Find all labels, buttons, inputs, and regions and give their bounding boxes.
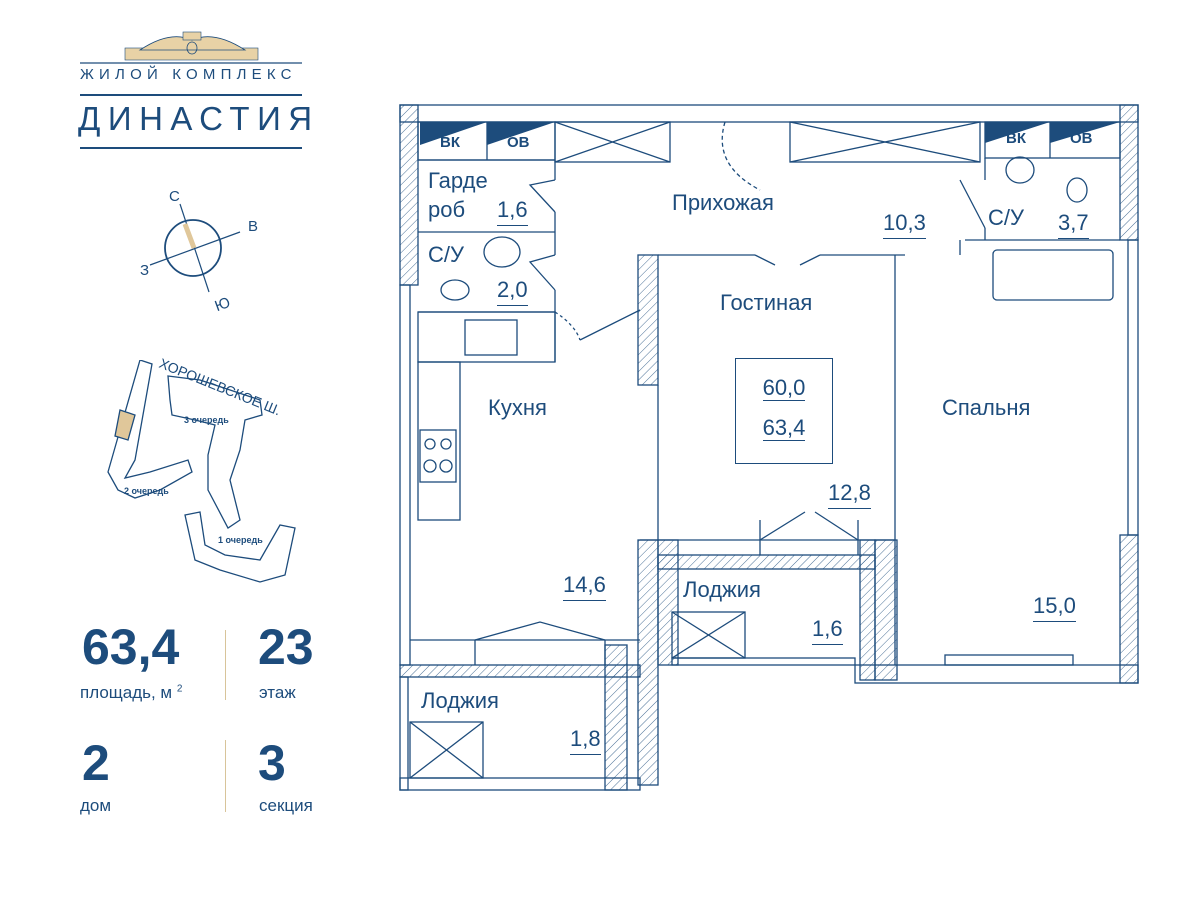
bedroom-name: Спальня — [942, 395, 1031, 420]
logo-subtitle: ЖИЛОЙ КОМПЛЕКС — [80, 66, 297, 83]
loggia-mid-area: 1,6 — [812, 616, 843, 645]
kitchen-area: 14,6 — [563, 572, 606, 601]
site-map — [107, 360, 296, 583]
loggia-bottom-name: Лоджия — [421, 688, 499, 713]
loggia-mid-name: Лоджия — [683, 577, 761, 602]
wardrobe-name-2: роб — [428, 197, 466, 222]
compass-icon — [149, 203, 241, 293]
total-area-box: 60,0 63,4 — [735, 358, 833, 464]
section-value: 3 — [258, 735, 286, 791]
house-label: дом — [80, 796, 112, 815]
total-area: 63,4 — [762, 415, 806, 441]
area-label: площадь, м 2 — [80, 683, 183, 702]
living-total-area: 60,0 — [762, 375, 806, 401]
stats-divider — [225, 740, 226, 812]
compass-north: С — [169, 188, 180, 205]
bath-left-name: С/У — [428, 242, 464, 267]
compass-east: В — [248, 218, 259, 235]
vk-tag-right: ВК — [1006, 130, 1026, 147]
ov-tag-right: ОВ — [1070, 130, 1093, 147]
living-name: Гостиная — [720, 290, 813, 315]
compass-west: З — [140, 262, 150, 279]
queue-1-label: 1 очередь — [218, 535, 263, 545]
section-label: секция — [259, 796, 313, 815]
wardrobe-name-1: Гарде — [428, 168, 488, 193]
bath-right-area: 3,7 — [1058, 210, 1089, 239]
stats-divider — [225, 630, 226, 700]
hallway-area: 10,3 — [883, 210, 926, 239]
living-area: 12,8 — [828, 480, 871, 509]
logo-title: ДИНАСТИЯ — [78, 100, 320, 137]
vk-tag-left: ВК — [440, 134, 460, 151]
floor-value: 23 — [258, 619, 314, 675]
kitchen-name: Кухня — [488, 395, 547, 420]
house-value: 2 — [82, 735, 110, 791]
floor-label: этаж — [259, 683, 296, 702]
logo-divider — [80, 147, 302, 149]
ov-tag-left: ОВ — [507, 134, 530, 151]
queue-3-label: 3 очередь — [184, 415, 229, 425]
wardrobe-area: 1,6 — [497, 197, 528, 226]
area-value: 63,4 — [82, 619, 180, 675]
logo-divider — [80, 94, 302, 96]
loggia-bottom-area: 1,8 — [570, 726, 601, 755]
bedroom-area: 15,0 — [1033, 593, 1076, 622]
bath-right-name: С/У — [988, 205, 1024, 230]
logo-ornament — [80, 31, 302, 64]
hallway-name: Прихожая — [672, 190, 774, 215]
bath-left-area: 2,0 — [497, 277, 528, 306]
queue-2-label: 2 очередь — [124, 486, 169, 496]
